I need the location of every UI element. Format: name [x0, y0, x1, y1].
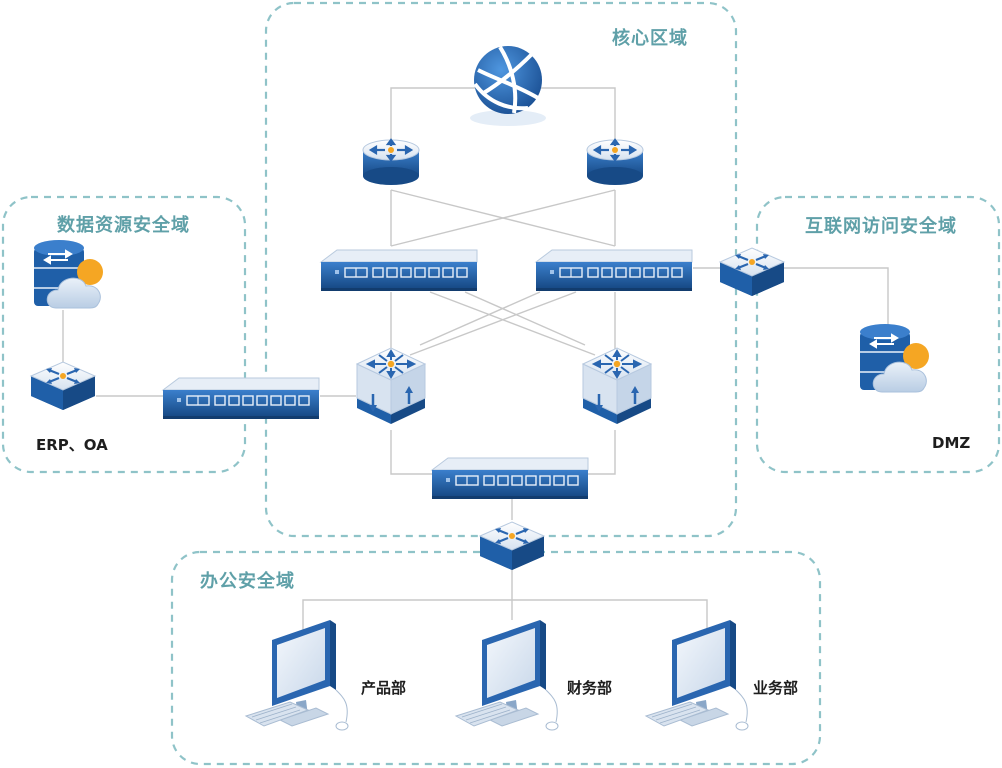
internet-zone-title: 互联网访问安全域 — [805, 216, 957, 237]
core-router-left-icon — [361, 138, 421, 187]
data-access-switch-icon — [29, 360, 97, 412]
dmz-label: DMZ — [932, 434, 971, 452]
office-zone-border — [170, 550, 822, 766]
finance-dept-label: 财务部 — [567, 679, 613, 697]
product-dept-label: 产品部 — [361, 679, 407, 697]
data-zone-title: 数据资源安全域 — [57, 215, 190, 236]
core-firewall-right-icon — [535, 249, 693, 292]
globe-icon — [470, 45, 546, 126]
computer-icon-business — [645, 619, 749, 731]
business-dept-label: 业务部 — [753, 679, 799, 697]
core-switch-left-icon — [355, 346, 427, 426]
data-cloud-server-icon — [33, 239, 104, 309]
core-aggregation-appliance-icon — [431, 457, 589, 500]
core-firewall-left-icon — [320, 249, 478, 292]
internet-zone-border — [755, 195, 1001, 474]
core-switch-right-icon — [581, 346, 653, 426]
dmz-cloud-server-icon — [859, 323, 930, 393]
erp-oa-label: ERP、OA — [36, 436, 108, 454]
core-zone-title: 核心区域 — [612, 28, 688, 49]
network-links — [62, 87, 889, 648]
office-access-switch-icon — [478, 520, 546, 572]
core-router-right-icon — [585, 138, 645, 187]
computer-icon-finance — [455, 619, 559, 731]
office-zone-title: 办公安全域 — [200, 571, 295, 592]
internet-access-switch-icon — [718, 246, 786, 298]
computer-icon-product — [245, 619, 349, 731]
data-zone-border — [1, 195, 247, 474]
data-zone-firewall-icon — [162, 377, 320, 420]
